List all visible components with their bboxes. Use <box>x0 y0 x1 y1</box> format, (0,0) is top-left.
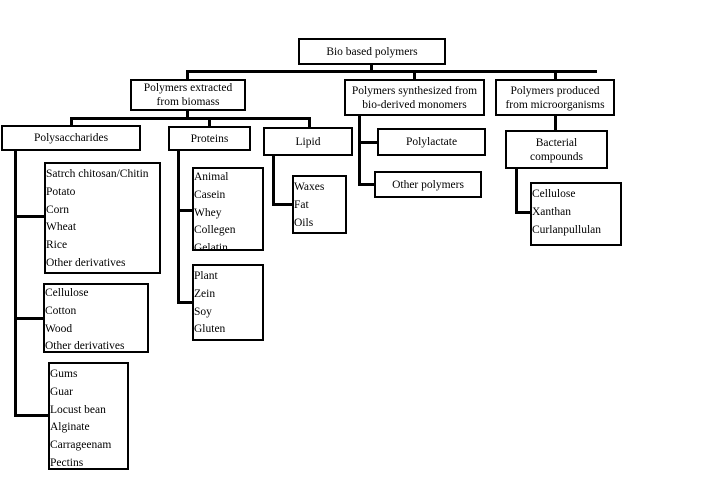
connector <box>370 63 373 73</box>
node-label: Proteins <box>190 132 229 145</box>
connector <box>177 149 180 302</box>
list-item: Xanthan <box>532 205 571 218</box>
bacterial-compounds-list: Cellulose Xanthan Curlanpullulan <box>530 182 622 246</box>
node-other-polymers: Other polymers <box>374 171 482 198</box>
list-item: Cellulose <box>45 287 89 299</box>
root-label: Bio based polymers <box>326 45 418 58</box>
list-item: Potato <box>46 185 76 198</box>
node-label: Other polymers <box>392 178 464 191</box>
connector <box>554 114 557 131</box>
list-item: Other derivatives <box>46 256 126 269</box>
list-item: Rice <box>46 239 68 252</box>
proteins-plant-list: Plant Zein Soy Gluten <box>192 264 264 341</box>
list-item: Zein <box>194 287 216 300</box>
node-label: compounds <box>529 150 584 163</box>
root-horizontal-connector <box>186 70 597 73</box>
polysaccharides-starch-list: Satrch chitosan/Chitin Potato Corn Wheat… <box>44 162 161 274</box>
list-item: Gums <box>50 368 78 380</box>
connector <box>358 183 375 186</box>
list-item: Curlanpullulan <box>532 223 601 236</box>
connector <box>177 209 193 212</box>
node-extracted: Polymers extracted from biomass <box>130 79 246 111</box>
connector <box>358 141 378 144</box>
connector <box>554 70 557 80</box>
connector <box>14 215 46 218</box>
list-item: Gluten <box>194 323 226 336</box>
node-label: from biomass <box>156 96 220 108</box>
list-item: Satrch chitosan/Chitin <box>46 168 149 180</box>
connector <box>70 117 73 126</box>
connector <box>14 414 49 417</box>
list-item: Cotton <box>45 304 77 317</box>
root-node: Bio based polymers <box>298 38 446 65</box>
connector <box>14 317 44 320</box>
connector <box>272 154 275 206</box>
connector <box>14 149 17 416</box>
connector <box>413 70 416 80</box>
node-label: Polymers produced <box>510 84 600 97</box>
node-synthesized: Polymers synthesized from bio-derived mo… <box>344 79 485 116</box>
list-item: Animal <box>194 171 229 183</box>
list-item: Corn <box>46 203 69 216</box>
node-bacterial-compounds: Bacterial compounds <box>505 130 608 169</box>
list-item: Guar <box>50 385 73 398</box>
node-produced: Polymers produced from microorganisms <box>495 79 615 116</box>
lipid-list: Waxes Fat Oils <box>292 175 347 234</box>
list-item: Casein <box>194 188 226 201</box>
connector <box>186 70 189 80</box>
list-item: Carrageenam <box>50 439 112 452</box>
node-label: Polysaccharides <box>33 132 109 144</box>
list-item: Alginate <box>50 421 90 434</box>
list-item: Fat <box>294 198 309 211</box>
node-proteins: Proteins <box>168 126 251 151</box>
node-label: Lipid <box>295 135 321 148</box>
proteins-animal-list: Animal Casein Whey Collegen Gelatin <box>192 167 264 254</box>
connector <box>308 117 311 128</box>
node-label: Polymers extracted <box>143 82 233 94</box>
connector <box>358 114 361 186</box>
connector <box>515 167 518 214</box>
list-item: Wheat <box>46 221 77 234</box>
list-item: Waxes <box>294 181 325 193</box>
list-item: Cellulose <box>532 188 576 200</box>
connector <box>177 301 193 304</box>
list-item: Whey <box>194 206 222 219</box>
node-polylactate: Polylactate <box>377 128 486 156</box>
polysaccharides-gums-list: Gums Guar Locust bean Alginate Carrageen… <box>48 362 129 470</box>
node-label: Polymers synthesized from <box>351 84 478 97</box>
list-item: Collegen <box>194 224 236 237</box>
connector <box>186 109 189 119</box>
node-lipid: Lipid <box>263 127 353 156</box>
connector <box>515 211 531 214</box>
list-item: Plant <box>194 270 218 282</box>
connector <box>272 203 293 206</box>
list-item: Oils <box>294 216 314 229</box>
list-item: Wood <box>45 322 73 335</box>
node-label: Bacterial <box>535 136 578 149</box>
list-item: Pectins <box>50 456 84 469</box>
list-item: Gelatin <box>194 242 228 255</box>
connector <box>208 117 211 127</box>
list-item: Other derivatives <box>45 340 125 353</box>
node-label: Polylactate <box>405 136 458 148</box>
node-label: bio-derived monomers <box>362 98 467 111</box>
polysaccharides-cellulose-list: Cellulose Cotton Wood Other derivatives <box>43 283 149 353</box>
list-item: Locust bean <box>50 403 106 416</box>
connector <box>70 117 311 120</box>
node-polysaccharides: Polysaccharides <box>1 125 141 151</box>
list-item: Soy <box>194 305 212 318</box>
node-label: from microorganisms <box>505 98 605 111</box>
